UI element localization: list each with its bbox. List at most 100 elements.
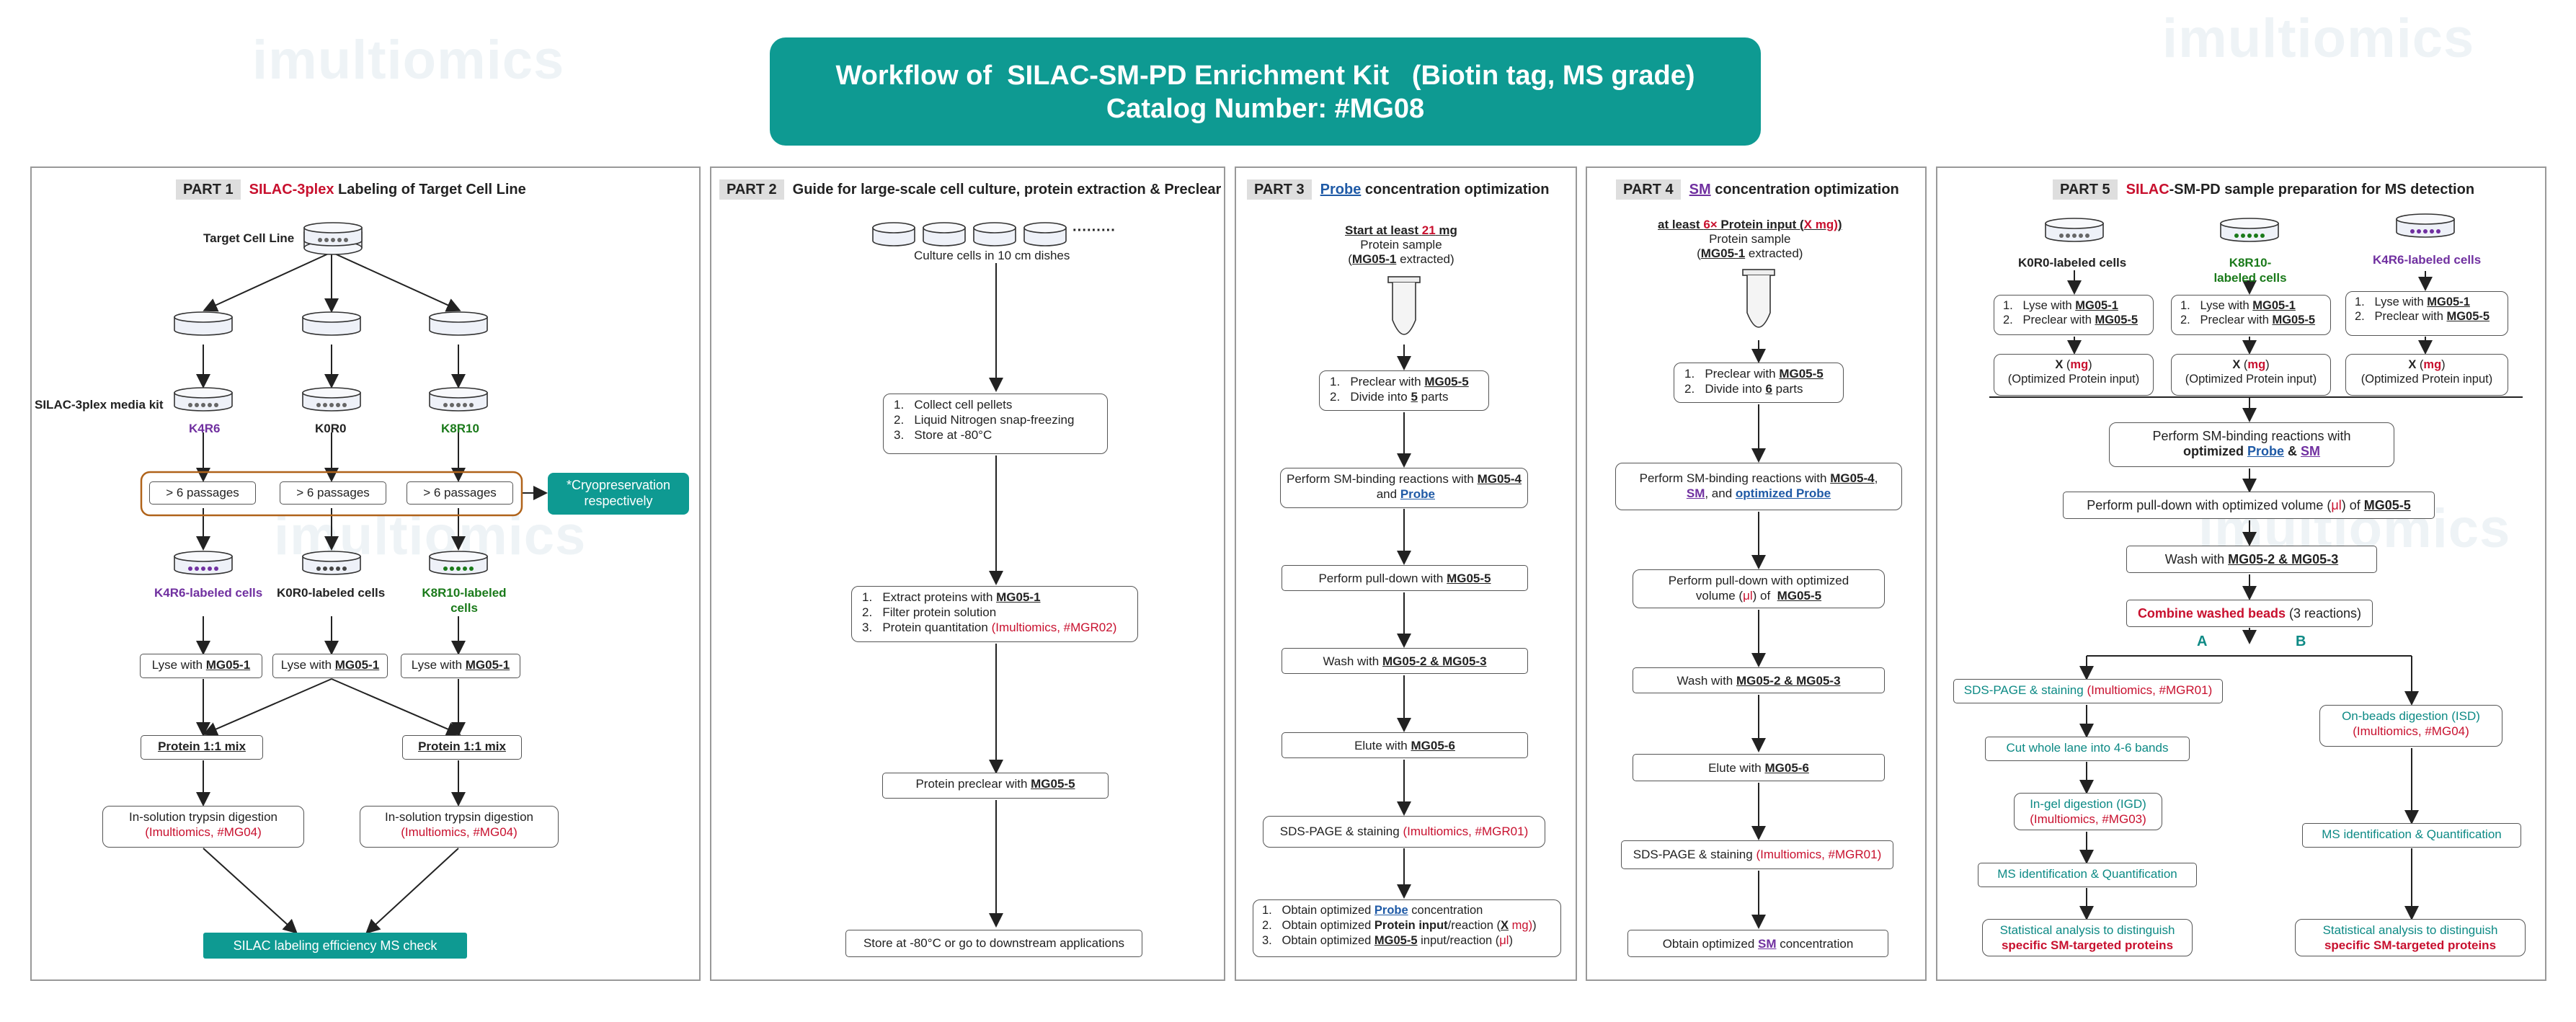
preclear-divide-box: 1. Preclear with MG05-5 2. Divide into 6… [1674,363,1844,403]
reagent-mg05-2-3: MG05-2 & MG05-3 [1736,674,1841,688]
reagent-mg05-5: MG05-5 [2446,310,2490,323]
start-text: at least [1658,218,1704,231]
step-item: 1. Lyse with MG05-1 [2180,298,2324,313]
start-line: at least 6× Protein input (X mg)) [1658,218,1842,231]
reagent-mg05-5: MG05-5 [1447,572,1491,585]
label-k0r0: K0R0 [315,422,347,435]
step-text: 2. Preclear with [2355,310,2447,323]
part1-panel [30,166,701,981]
step-item: 1. Preclear with MG05-5 [1684,366,1837,381]
binding-box: Perform SM-binding reactions with MG05-4… [1615,463,1902,510]
part5-title: -SM-PD sample preparation for MS detecti… [2169,182,2475,197]
part4-title-sm: SM [1689,182,1711,197]
x-line: X (mg) [2055,358,2092,371]
petri-dish-icon [302,387,361,412]
sample-label: Protein sample [1360,238,1442,252]
step-item: 1. Preclear with MG05-5 [1330,374,1483,389]
part3-tag: PART 3 [1247,179,1312,200]
reagent-mg05-2-3: MG05-2 & MG05-3 [2228,552,2339,566]
reagent-mg05-5: MG05-5 [1777,589,1822,603]
part3-title-probe: Probe [1320,182,1362,197]
unit-mg: mg [2247,358,2266,371]
branch-b-label: B [2296,634,2306,649]
part5-header: PART 5 SILAC-SM-PD sample preparation for… [2053,179,2475,200]
label-k4r6: K4R6 [189,422,221,435]
petri-dish-icon [1023,222,1067,246]
watermark: imultiomics [2162,8,2475,69]
extracted-text: extracted) [1396,252,1454,266]
reagent-mg05-1: MG05-1 [334,658,380,672]
lyse-box: Lyse with MG05-1 [401,654,520,678]
elute-text: Elute with [1708,761,1765,775]
sds-text: SDS-PAGE & staining [1633,848,1756,861]
watermark: imultiomics [252,30,565,91]
branch-a-label: A [2197,634,2208,649]
isd-ref: (Imultiomics, #MG04) [2353,724,2469,738]
unit-ul: μl [2331,498,2342,512]
pulldown-box: Perform pull-down with MG05-5 [1282,565,1528,591]
step-text: 2. Preclear with [2180,314,2273,326]
x-line: X (mg) [2408,358,2446,371]
extracted-line: (MG05-1 extracted) [1697,246,1803,260]
media-kit-label: SILAC-3plex media kit [35,398,164,412]
step-text: 1. Extract proteins with [862,590,997,604]
step-item: 2. Divide into 6 parts [1684,381,1837,396]
stat-text: Statistical analysis to distinguish [2322,923,2498,937]
page-title: Workflow of SILAC-SM-PD Enrichment Kit (… [835,61,1695,91]
cells-k8r10: K8R10-labeled cells [422,586,507,615]
petri-dish-icon [174,311,233,336]
start-sample-text: Start at least 21 mg Protein sample (MG0… [1345,223,1457,267]
part4-panel [1586,166,1927,981]
elute-text: Elute with [1354,739,1411,752]
sm-label: SM [1686,486,1705,500]
reagent-mg05-1: MG05-1 [205,658,251,672]
stat-text: Statistical analysis to distinguish [1999,923,2175,937]
passages-box: > 6 passages [407,481,513,505]
part1-title: Labeling of Target Cell Line [334,182,526,197]
part2-panel [710,166,1225,981]
binding-line2: optimized Probe & SM [2115,444,2388,459]
reagent-mg05-5: MG05-5 [1031,777,1075,791]
step-text: 3. Obtain optimized [1262,934,1374,947]
part5-tag: PART 5 [2053,179,2118,200]
part5-title-red: SILAC [2126,182,2169,197]
stat-target: specific SM-targeted proteins [2324,938,2497,952]
stat-target: specific SM-targeted proteins [2001,938,2174,952]
probe-label: Probe [1400,487,1435,501]
part1-title-red: SILAC-3plex [249,182,334,197]
petri-dish-icon [872,222,915,246]
combine-count: (3 reactions) [2286,606,2362,621]
step-text: 2. Obtain optimized [1262,919,1374,932]
step-item: 3. Store at -80°C [894,428,992,442]
probe-label: Probe [2247,444,2284,458]
start-line: Start at least 21 mg [1345,223,1457,238]
sds-page-box: SDS-PAGE & staining (Imultiomics, #MGR01… [1953,679,2223,703]
petri-dish-icon [302,311,361,336]
unit-mg: mg [2070,358,2089,371]
sample-label: Protein sample [1709,232,1791,246]
culture-label: Culture cells in 10 cm dishes [914,249,1070,262]
start-amount: 6× [1703,218,1718,231]
part2-tag: PART 2 [719,179,784,200]
protein-mix-box: Protein 1:1 mix [402,735,522,760]
binding-text: Perform SM-binding reactions with [1287,472,1478,486]
step-item: 2. Divide into 5 parts [1330,389,1483,404]
part5-panel [1936,166,2546,981]
title-banner: Workflow of SILAC-SM-PD Enrichment Kit (… [770,37,1761,146]
step-text: 1. Lyse with [2180,299,2253,312]
sm-label: SM [1758,937,1777,951]
start-unit: mg [1435,223,1457,237]
unit-mg: mg) [1509,919,1533,932]
x-line: X (mg) [2232,358,2270,371]
binding-text: , and [1705,486,1736,500]
digestion-ref: (Imultiomics, #MG04) [401,825,518,839]
wash-text: Wash with [2164,552,2229,566]
pulldown-text: volume ( [1695,589,1744,603]
reagent-mg05-5: MG05-5 [2272,314,2316,326]
